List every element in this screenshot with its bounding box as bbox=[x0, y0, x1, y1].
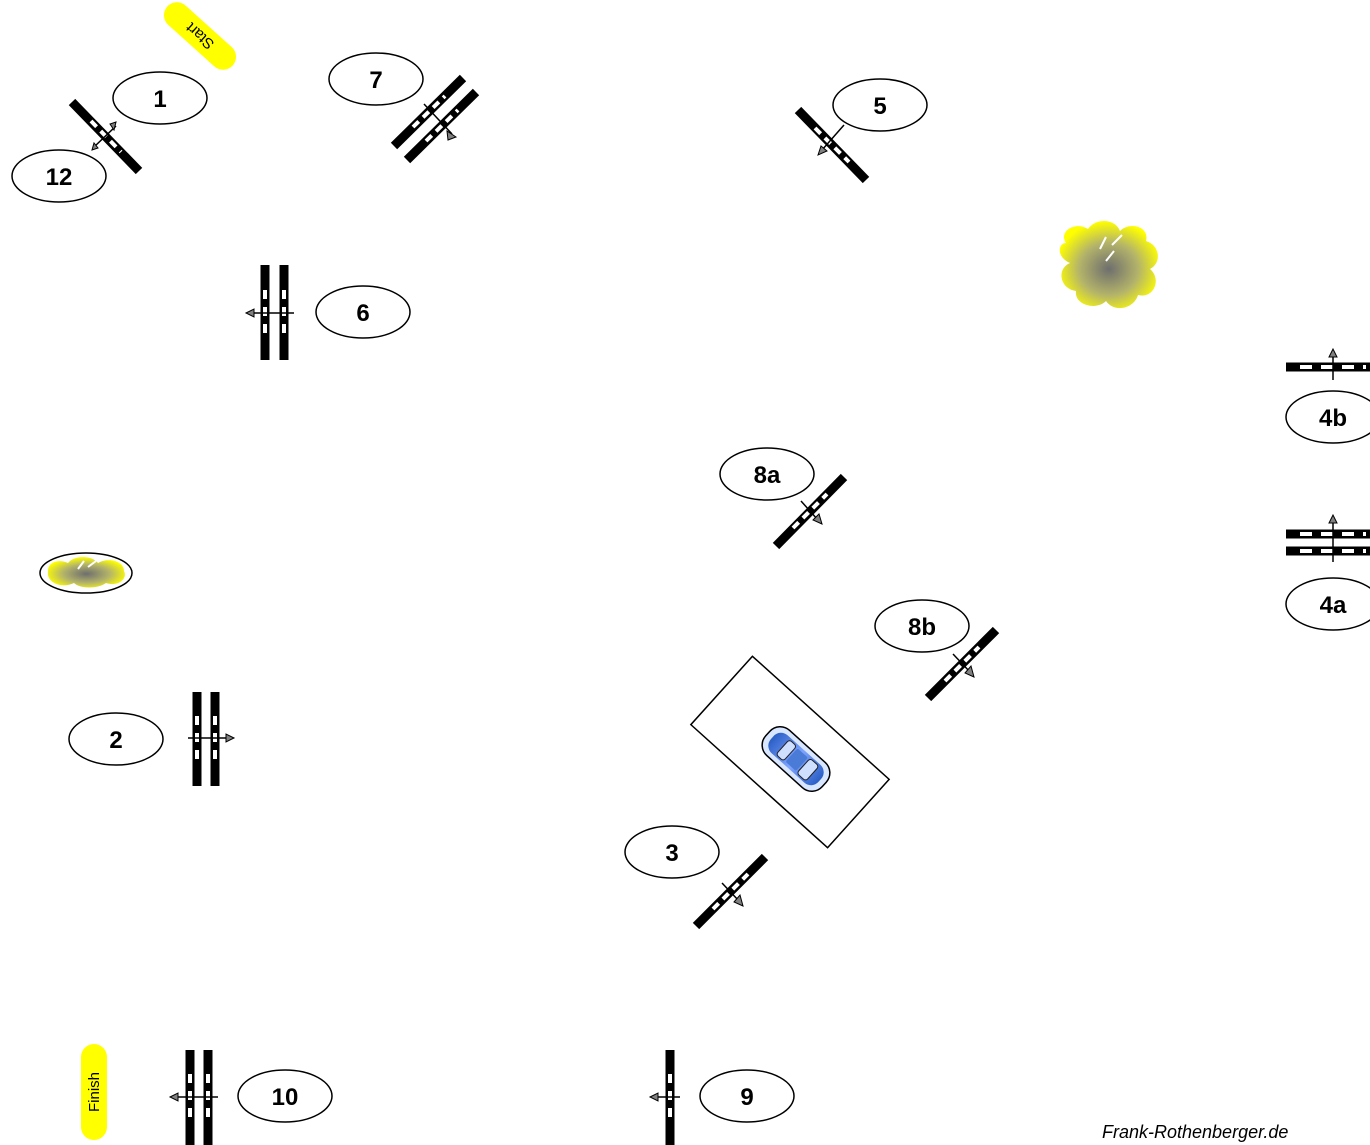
gate-label-12: 12 bbox=[12, 150, 106, 202]
gate-label-1: 1 bbox=[113, 72, 207, 124]
gate-label-text: 8b bbox=[908, 614, 936, 641]
gate-label-7: 7 bbox=[329, 53, 423, 105]
gate-label-text: 9 bbox=[740, 1084, 753, 1111]
gate-label-3: 3 bbox=[625, 826, 719, 878]
gate-label-6: 6 bbox=[316, 286, 410, 338]
gate-label-text: 5 bbox=[873, 93, 886, 120]
gate-label-2: 2 bbox=[69, 713, 163, 765]
gate-label-text: 8a bbox=[754, 462, 781, 489]
start-marker: Start bbox=[159, 0, 242, 75]
credit-text: Frank-Rothenberger.de bbox=[1102, 1122, 1288, 1143]
gate-10-bar bbox=[170, 1050, 218, 1145]
gate-label-text: 4a bbox=[1320, 592, 1347, 619]
gate-label-5: 5 bbox=[833, 79, 927, 131]
gate-2-bar bbox=[188, 692, 234, 786]
gate-label-text: 10 bbox=[272, 1084, 299, 1111]
gate-4b-bar bbox=[1286, 349, 1370, 380]
gate-label-8b: 8b bbox=[875, 600, 969, 652]
gate-label-text: 7 bbox=[369, 67, 382, 94]
gate-label-10: 10 bbox=[238, 1070, 332, 1122]
gate-labels: 1 2 3 4a 4b 5 6 7 bbox=[12, 53, 1370, 1122]
finish-label: Finish bbox=[86, 1072, 103, 1112]
gate-label-4a: 4a bbox=[1286, 578, 1370, 630]
gate-label-9: 9 bbox=[700, 1070, 794, 1122]
gate-label-text: 3 bbox=[665, 840, 678, 867]
gate-label-text: 6 bbox=[356, 300, 369, 327]
gate-label-4b: 4b bbox=[1286, 391, 1370, 443]
pylon-burst-small bbox=[40, 553, 132, 593]
finish-marker: Finish bbox=[81, 1044, 107, 1140]
gate-label-text: 12 bbox=[46, 164, 73, 191]
gate-label-8a: 8a bbox=[720, 448, 814, 500]
gate-label-text: 2 bbox=[109, 727, 122, 754]
gate-6-bar bbox=[246, 265, 294, 360]
gate-4a-bar bbox=[1286, 515, 1370, 562]
gate-label-text: 1 bbox=[153, 86, 166, 113]
gate-label-text: 4b bbox=[1319, 405, 1347, 432]
pylon-burst-large bbox=[1060, 221, 1158, 308]
gate-9-bar bbox=[650, 1050, 680, 1145]
